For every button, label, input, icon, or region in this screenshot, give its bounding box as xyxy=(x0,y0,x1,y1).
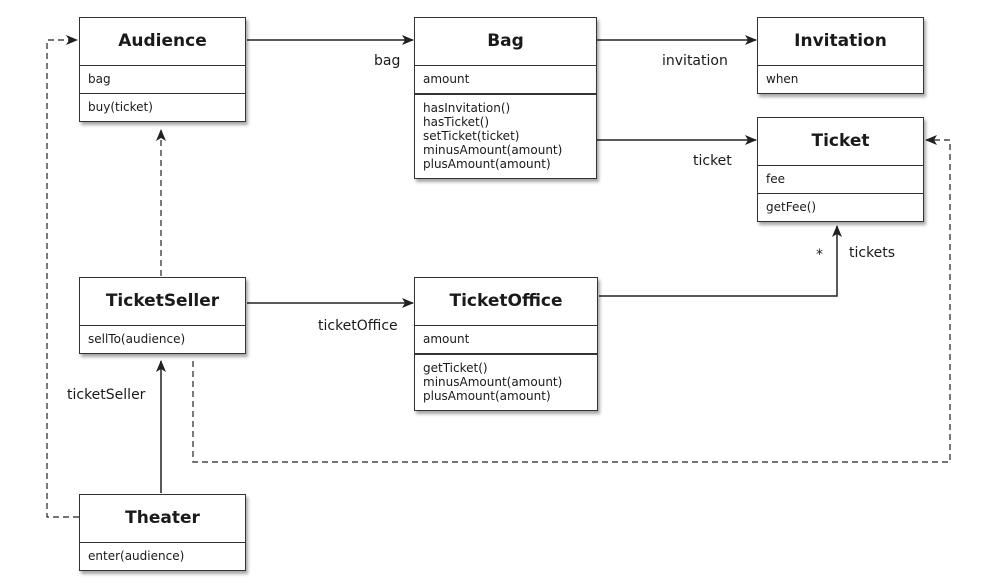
attributes: amount xyxy=(415,326,597,355)
operations: getFee() xyxy=(758,194,923,221)
class-name: Audience xyxy=(80,18,245,66)
class-ticket: Ticket fee getFee() xyxy=(757,117,924,222)
operation: enter(audience) xyxy=(88,549,185,563)
class-ticketoffice: TicketOffice amount getTicket() minusAmo… xyxy=(414,277,598,411)
operations: buy(ticket) xyxy=(80,94,245,121)
operations: getTicket() minusAmount(amount) plusAmou… xyxy=(415,355,597,410)
class-bag: Bag amount hasInvitation() hasTicket() s… xyxy=(414,17,597,179)
label-ticketseller: ticketSeller xyxy=(67,387,146,403)
attribute: when xyxy=(766,72,799,86)
attribute: amount xyxy=(423,72,470,86)
label-ticket: ticket xyxy=(693,153,732,169)
label-bag: bag xyxy=(374,53,401,69)
operation: plusAmount(amount) xyxy=(423,389,551,403)
class-name: Ticket xyxy=(758,118,923,166)
arrow-ticketoffice-ticket xyxy=(599,225,842,297)
class-name: Theater xyxy=(80,495,245,543)
operation: plusAmount(amount) xyxy=(423,157,551,171)
label-multiplicity: * xyxy=(816,247,823,263)
operation: sellTo(audience) xyxy=(88,332,186,346)
operation: getTicket() xyxy=(423,361,488,375)
class-name: Bag xyxy=(415,18,596,66)
attributes: when xyxy=(758,66,923,93)
class-theater: Theater enter(audience) xyxy=(79,494,246,571)
operations: hasInvitation() hasTicket() setTicket(ti… xyxy=(415,95,596,178)
operation: buy(ticket) xyxy=(88,100,153,114)
operation: hasInvitation() xyxy=(423,101,511,115)
class-name: TicketOffice xyxy=(415,278,597,326)
class-name: TicketSeller xyxy=(80,278,245,326)
attributes: bag xyxy=(80,66,245,94)
dependency-theater-audience xyxy=(46,35,79,518)
label-ticketoffice: ticketOffice xyxy=(318,318,398,334)
operation: setTicket(ticket) xyxy=(423,129,520,143)
attributes: fee xyxy=(758,166,923,194)
attribute: bag xyxy=(88,72,111,86)
operation: getFee() xyxy=(766,200,817,214)
attributes: amount xyxy=(415,66,596,95)
class-audience: Audience bag buy(ticket) xyxy=(79,17,246,122)
operations: sellTo(audience) xyxy=(80,326,245,353)
class-name: Invitation xyxy=(758,18,923,66)
label-tickets: tickets xyxy=(849,245,896,261)
attribute: fee xyxy=(766,172,785,186)
operation: minusAmount(amount) xyxy=(423,143,563,157)
operation: minusAmount(amount) xyxy=(423,375,563,389)
attribute: amount xyxy=(423,332,470,346)
operation: hasTicket() xyxy=(423,115,490,129)
class-invitation: Invitation when xyxy=(757,17,924,94)
class-ticketseller: TicketSeller sellTo(audience) xyxy=(79,277,246,354)
operations: enter(audience) xyxy=(80,543,245,570)
label-invitation: invitation xyxy=(662,53,728,69)
